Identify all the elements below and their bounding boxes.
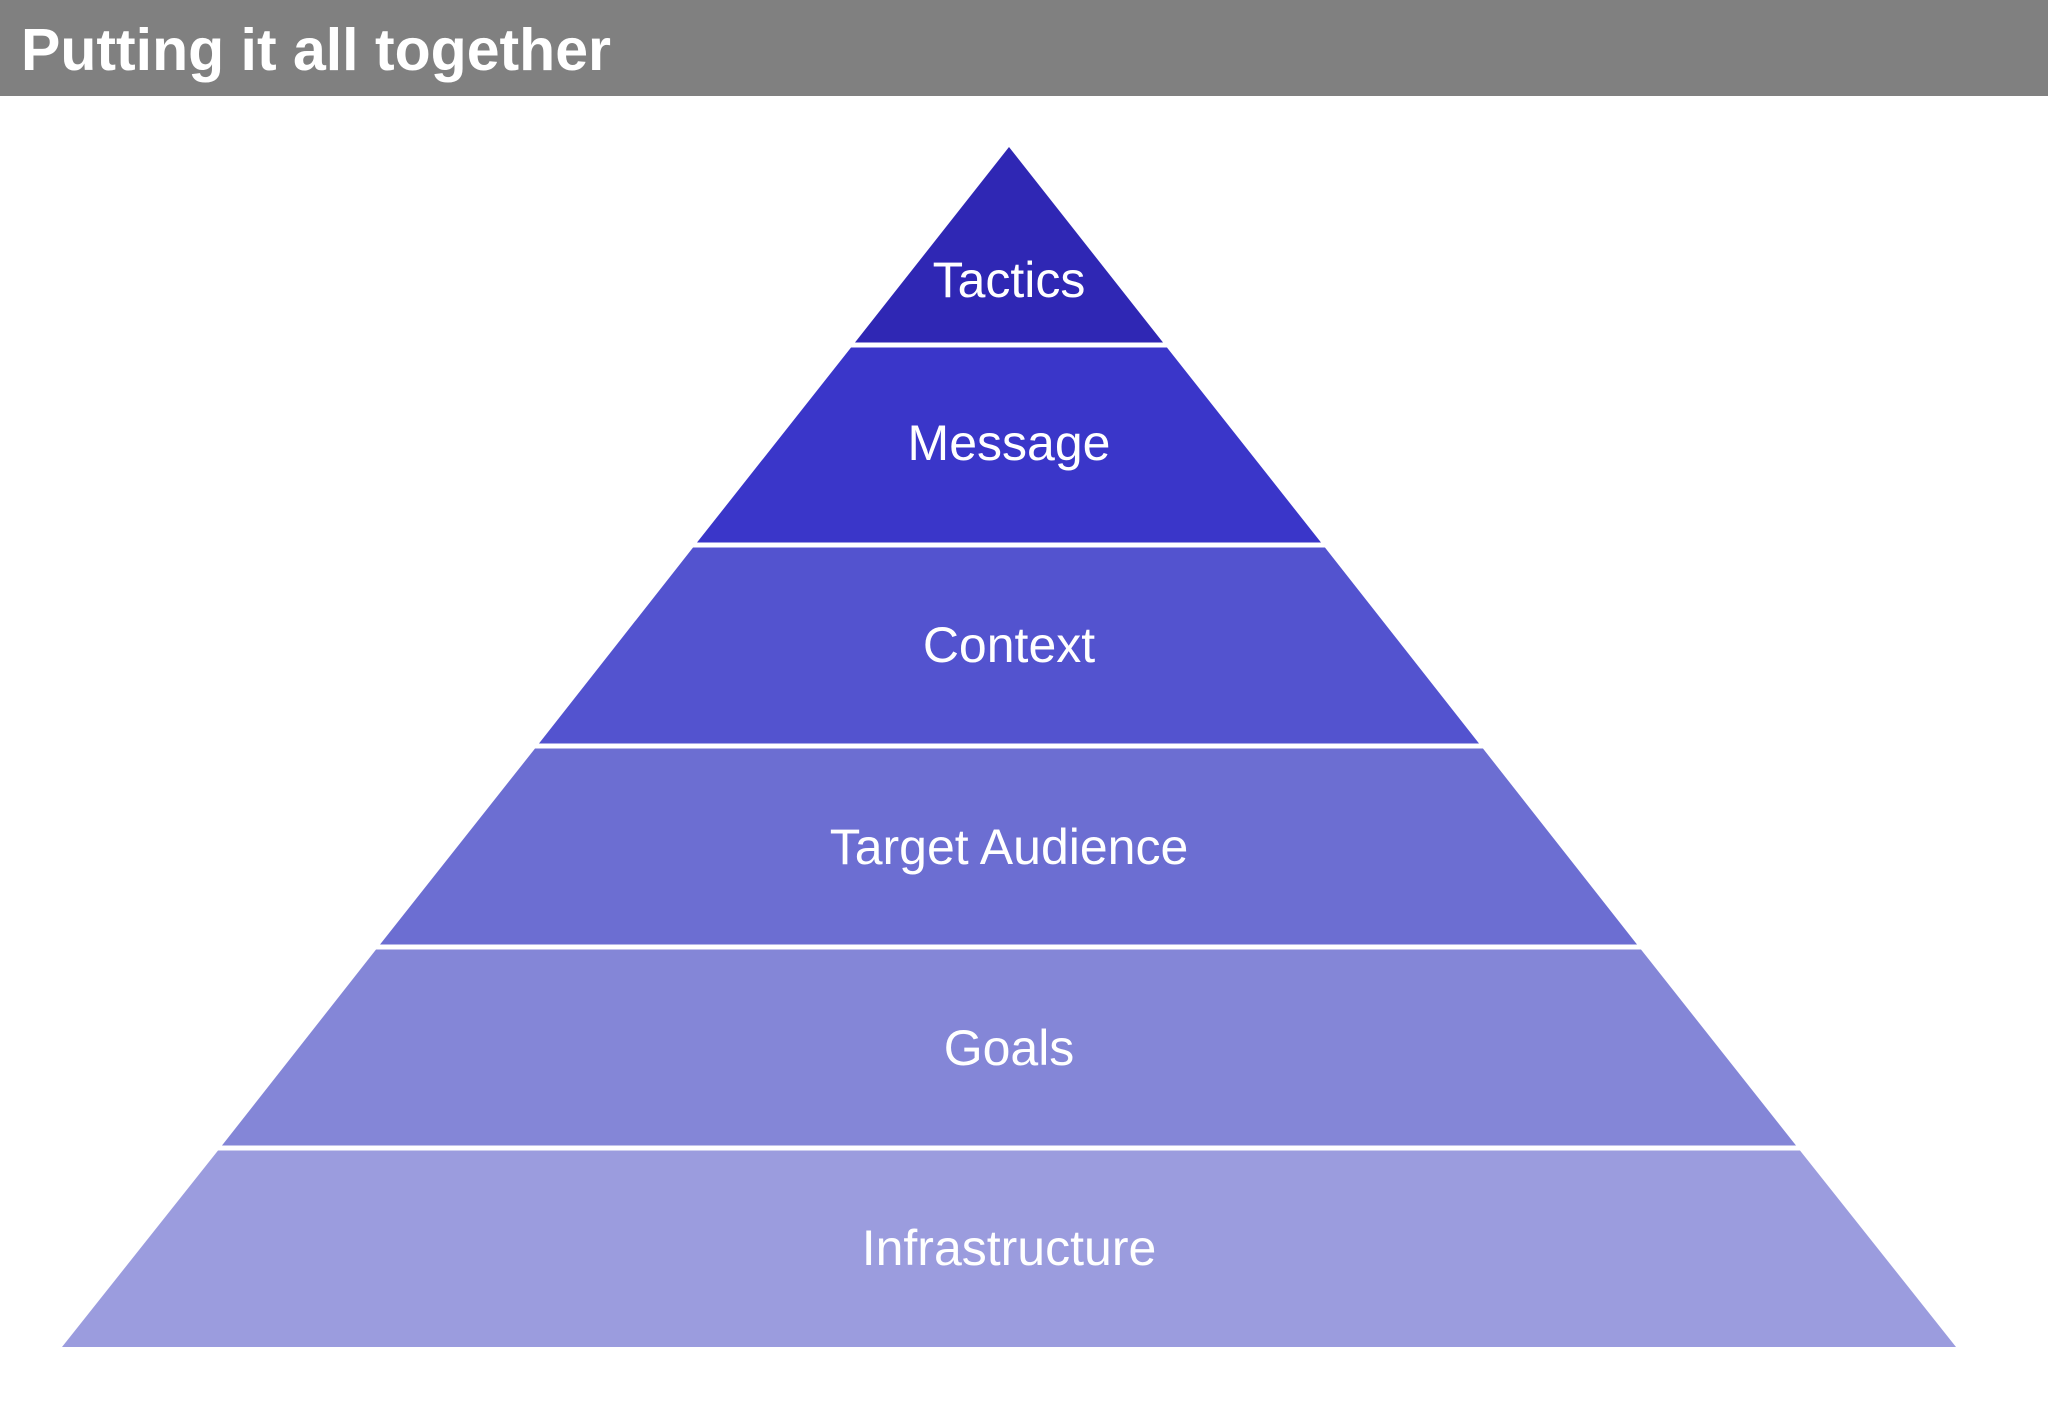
pyramid-tier-tactics: Tactics [853, 147, 1165, 345]
slide-title: Putting it all together [21, 17, 611, 83]
pyramid-tier-context-label: Context [923, 617, 1095, 673]
pyramid-tier-target-audience-label: Target Audience [830, 819, 1189, 875]
pyramid-tier-target-audience: Target Audience [378, 746, 1639, 947]
pyramid-tier-context: Context [537, 545, 1481, 746]
pyramid-tier-goals-shape [220, 947, 1798, 1148]
pyramid-tier-message-label: Message [908, 415, 1111, 471]
pyramid-tier-infrastructure: Infrastructure [62, 1148, 1956, 1347]
pyramid-tier-target-audience-shape [378, 746, 1639, 947]
pyramid-tier-infrastructure-shape [62, 1148, 1956, 1347]
pyramid-tier-message: Message [695, 345, 1323, 545]
pyramid-separators [207, 342, 1811, 1151]
pyramid-tier-tactics-label: Tactics [933, 252, 1086, 308]
pyramid-tier-goals: Goals [220, 947, 1798, 1148]
pyramid-tier-context-shape [537, 545, 1481, 746]
pyramid-tier-goals-label: Goals [944, 1020, 1075, 1076]
pyramid-tier-message-shape [695, 345, 1323, 545]
pyramid-tier-infrastructure-label: Infrastructure [862, 1220, 1157, 1276]
pyramid-tier-tactics-shape [853, 147, 1165, 345]
slide-title-bar: Putting it all together [0, 0, 2048, 96]
